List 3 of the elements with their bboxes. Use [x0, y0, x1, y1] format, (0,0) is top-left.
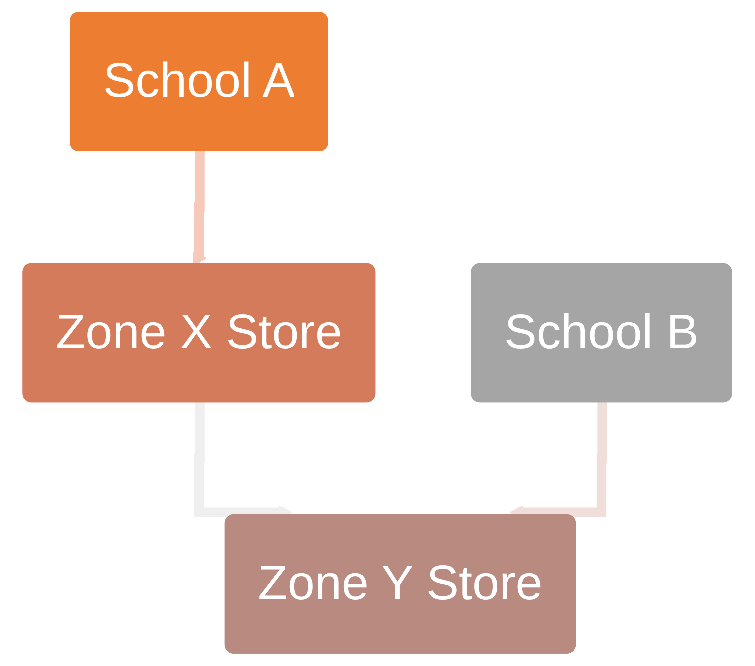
arrow [194, 402, 293, 520]
arrow [510, 402, 608, 520]
arrow [192, 152, 208, 266]
